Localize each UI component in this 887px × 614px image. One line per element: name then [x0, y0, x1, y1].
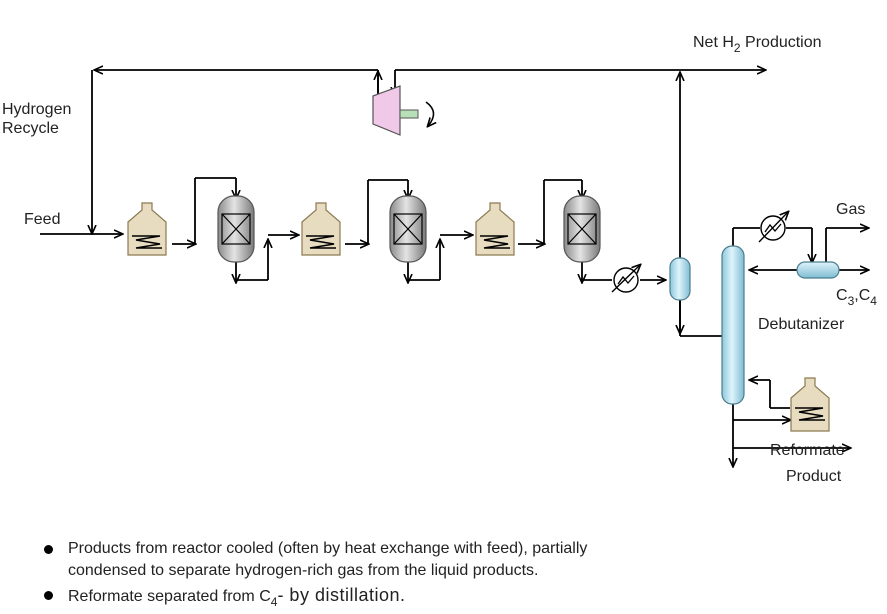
- reactor-1: [217, 195, 255, 263]
- debutanizer-bottoms-line: [733, 380, 850, 466]
- c3c4-sub4: 4: [870, 294, 877, 308]
- furnace-1: [127, 202, 167, 256]
- note-2-prefix: Reformate separated from C: [68, 588, 271, 605]
- debutanizer-label: Debutanizer: [758, 316, 845, 333]
- process-line-5: [518, 179, 582, 244]
- note-1-line-1: Products from reactor cooled (often by h…: [68, 540, 588, 557]
- furnace-reboiler: [790, 377, 830, 432]
- gas-label: Gas: [836, 201, 866, 218]
- debutanizer-column: [721, 245, 745, 405]
- separator-liquid-line: [680, 300, 722, 337]
- reformate-product-label-1: Reformate: [770, 442, 845, 459]
- reflux-drum: [796, 261, 840, 279]
- hydrogen-separator: [669, 257, 691, 301]
- debutanizer-overhead-line: [732, 228, 868, 270]
- net-h2-prefix: Net H: [693, 34, 734, 51]
- hydrogen-recycle-line2: Recycle: [2, 120, 59, 137]
- process-line-4: [408, 235, 472, 282]
- net-h2-suffix: Production: [740, 34, 822, 51]
- process-line-2: [236, 235, 298, 282]
- net-h2-subscript: 2: [733, 41, 741, 55]
- c3c4-sub3: 3: [847, 294, 855, 308]
- bullet-dot-icon: [44, 545, 53, 554]
- note-2-subscript: 4: [270, 595, 278, 609]
- note-item: Products from reactor cooled (often by h…: [40, 538, 860, 582]
- c3-c4-label: C3,C4: [836, 287, 877, 308]
- note-item: Reformate separated from C4- by distilla…: [40, 584, 860, 609]
- feed-label: Feed: [24, 211, 61, 228]
- bullet-dot-icon: [44, 591, 53, 600]
- reactor-effluent-line: [582, 260, 665, 282]
- overhead-condenser: [758, 212, 788, 243]
- c3c4-c: C: [836, 287, 848, 304]
- blank-panel: [333, 445, 568, 500]
- effluent-cooler: [611, 265, 640, 293]
- c3c4-c2: ,C: [854, 287, 871, 304]
- furnace-2: [301, 202, 341, 256]
- furnace-3: [475, 202, 515, 256]
- recycle-compressor: [372, 85, 434, 136]
- net-h2-production-label: Net H2 Production: [693, 34, 822, 55]
- process-line-1: [172, 177, 236, 244]
- hydrogen-recycle-line1: Hydrogen: [2, 101, 72, 118]
- note-1-line-2: condensed to separate hydrogen-rich gas …: [68, 562, 539, 579]
- notes-list: Products from reactor cooled (often by h…: [40, 538, 860, 609]
- process-line-3: [345, 179, 408, 244]
- note-2-suffix: - by distillation.: [277, 585, 406, 605]
- reactor-2: [389, 195, 427, 263]
- reformate-product-label-2: Product: [786, 468, 842, 485]
- hydrogen-recycle-label: Hydrogen Recycle: [2, 100, 71, 138]
- reactor-3: [563, 195, 601, 263]
